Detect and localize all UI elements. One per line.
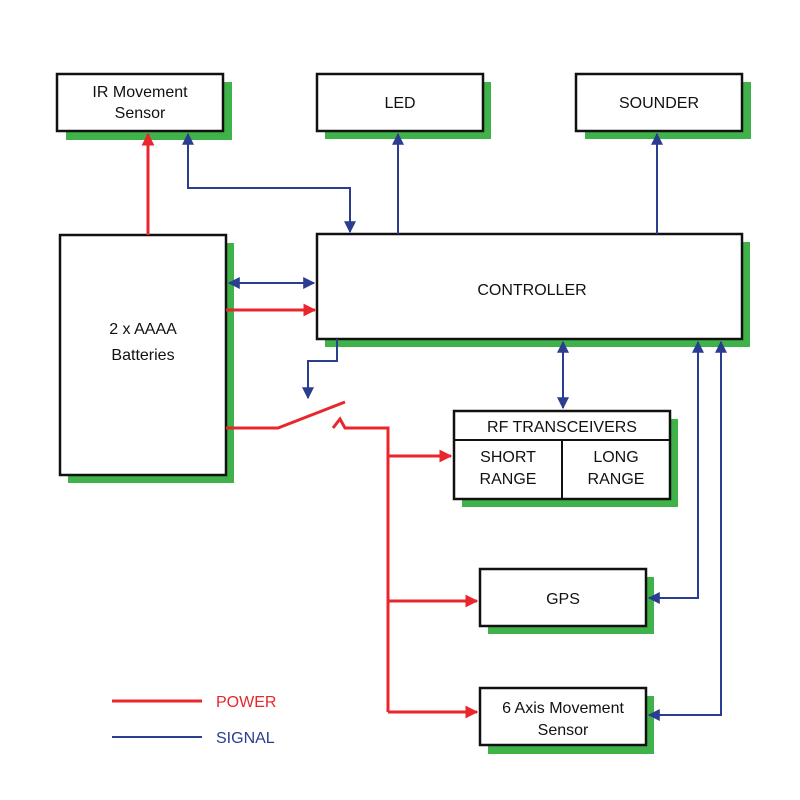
led-label: LED (384, 95, 415, 112)
sounder-label: SOUNDER (619, 95, 699, 112)
batteries-block: 2 x AAAA Batteries (58, 233, 234, 483)
power-switch-lever (226, 400, 346, 430)
six-axis-movement-sensor-block: 6 Axis Movement Sensor (478, 686, 654, 754)
led-block: LED (315, 72, 491, 139)
legend-power-label: POWER (216, 694, 276, 711)
rf-long-range-line2: RANGE (588, 471, 645, 488)
legend: POWER SIGNAL (112, 694, 276, 747)
controller-label: CONTROLLER (477, 282, 586, 299)
gps-label: GPS (546, 591, 580, 608)
signal-controller-ir-sensor-arrow (182, 132, 356, 234)
ir-movement-sensor-block: IR Movement Sensor (55, 72, 232, 140)
power-distribution-bus (331, 416, 390, 712)
six-axis-label-line2: Sensor (538, 722, 589, 739)
legend-signal-label: SIGNAL (216, 730, 275, 747)
signal-controller-to-switch-arrow (302, 339, 338, 400)
batteries-label-line1: 2 x AAAA (109, 321, 177, 338)
ir-sensor-label-line1: IR Movement (92, 84, 188, 101)
gps-block: GPS (478, 567, 654, 634)
rf-short-range-line1: SHORT (480, 449, 536, 466)
rf-long-range-line1: LONG (593, 449, 638, 466)
sounder-block: SOUNDER (574, 72, 751, 139)
batteries-label-line2: Batteries (111, 347, 174, 364)
ir-sensor-label-line2: Sensor (115, 105, 166, 122)
rf-short-range-line2: RANGE (480, 471, 537, 488)
controller-block: CONTROLLER (315, 232, 750, 347)
signal-controller-six-axis-arrow (647, 340, 727, 721)
rf-transceivers-block: RF TRANSCEIVERS SHORT RANGE LONG RANGE (452, 409, 678, 507)
six-axis-label-line1: 6 Axis Movement (502, 700, 624, 717)
rf-title: RF TRANSCEIVERS (487, 419, 637, 436)
